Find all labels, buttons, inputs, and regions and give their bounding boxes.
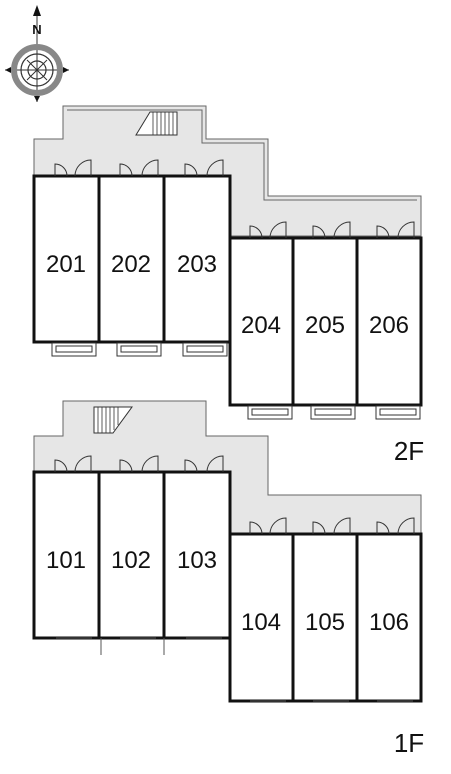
unit-label: 204 bbox=[241, 312, 281, 339]
unit-label: 102 bbox=[111, 547, 151, 574]
floor-label: 2F bbox=[394, 436, 424, 466]
floor-label: 1F bbox=[394, 728, 424, 758]
north-label: N bbox=[32, 22, 41, 37]
unit-label: 106 bbox=[369, 609, 409, 636]
unit-label: 202 bbox=[111, 251, 151, 278]
unit-label: 104 bbox=[241, 609, 281, 636]
unit-202 bbox=[97, 174, 166, 344]
compass-icon: N bbox=[5, 5, 69, 102]
unit-label: 206 bbox=[369, 312, 409, 339]
stair-icon bbox=[135, 111, 178, 136]
window-marks bbox=[56, 637, 413, 702]
unit-label: 101 bbox=[46, 547, 86, 574]
door-icon bbox=[54, 159, 415, 239]
unit-label: 201 bbox=[46, 251, 86, 278]
unit-label: 203 bbox=[177, 251, 217, 278]
unit-203 bbox=[162, 174, 232, 344]
balcony-icon bbox=[51, 342, 421, 420]
floor-1f: 101 102 103 104 105 106 1F bbox=[32, 400, 424, 758]
unit-label: 205 bbox=[305, 312, 345, 339]
unit-label: 103 bbox=[177, 547, 217, 574]
door-icon bbox=[54, 455, 415, 535]
stair-icon bbox=[93, 406, 133, 434]
floor-2f: 201 202 203 204 205 206 2F bbox=[32, 105, 424, 466]
unit-label: 105 bbox=[305, 609, 345, 636]
